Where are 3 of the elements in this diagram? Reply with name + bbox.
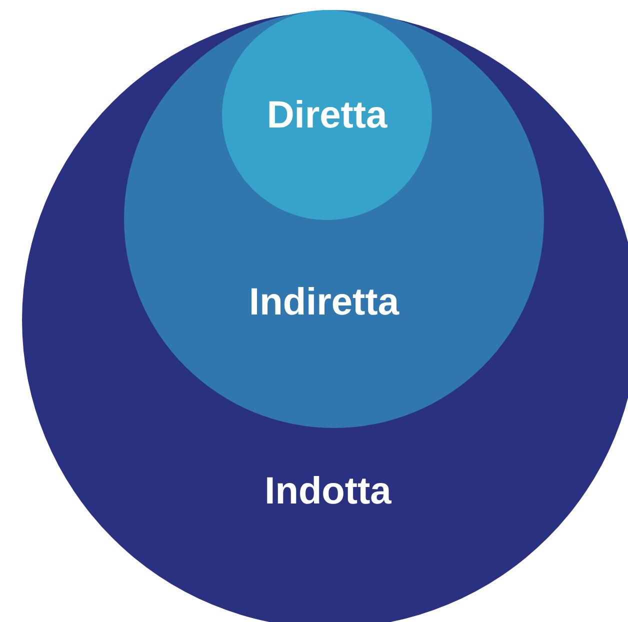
circle-label: Indiretta [249,282,399,324]
circle-label: Indotta [264,470,392,514]
circle-label: Diretta [266,94,388,138]
